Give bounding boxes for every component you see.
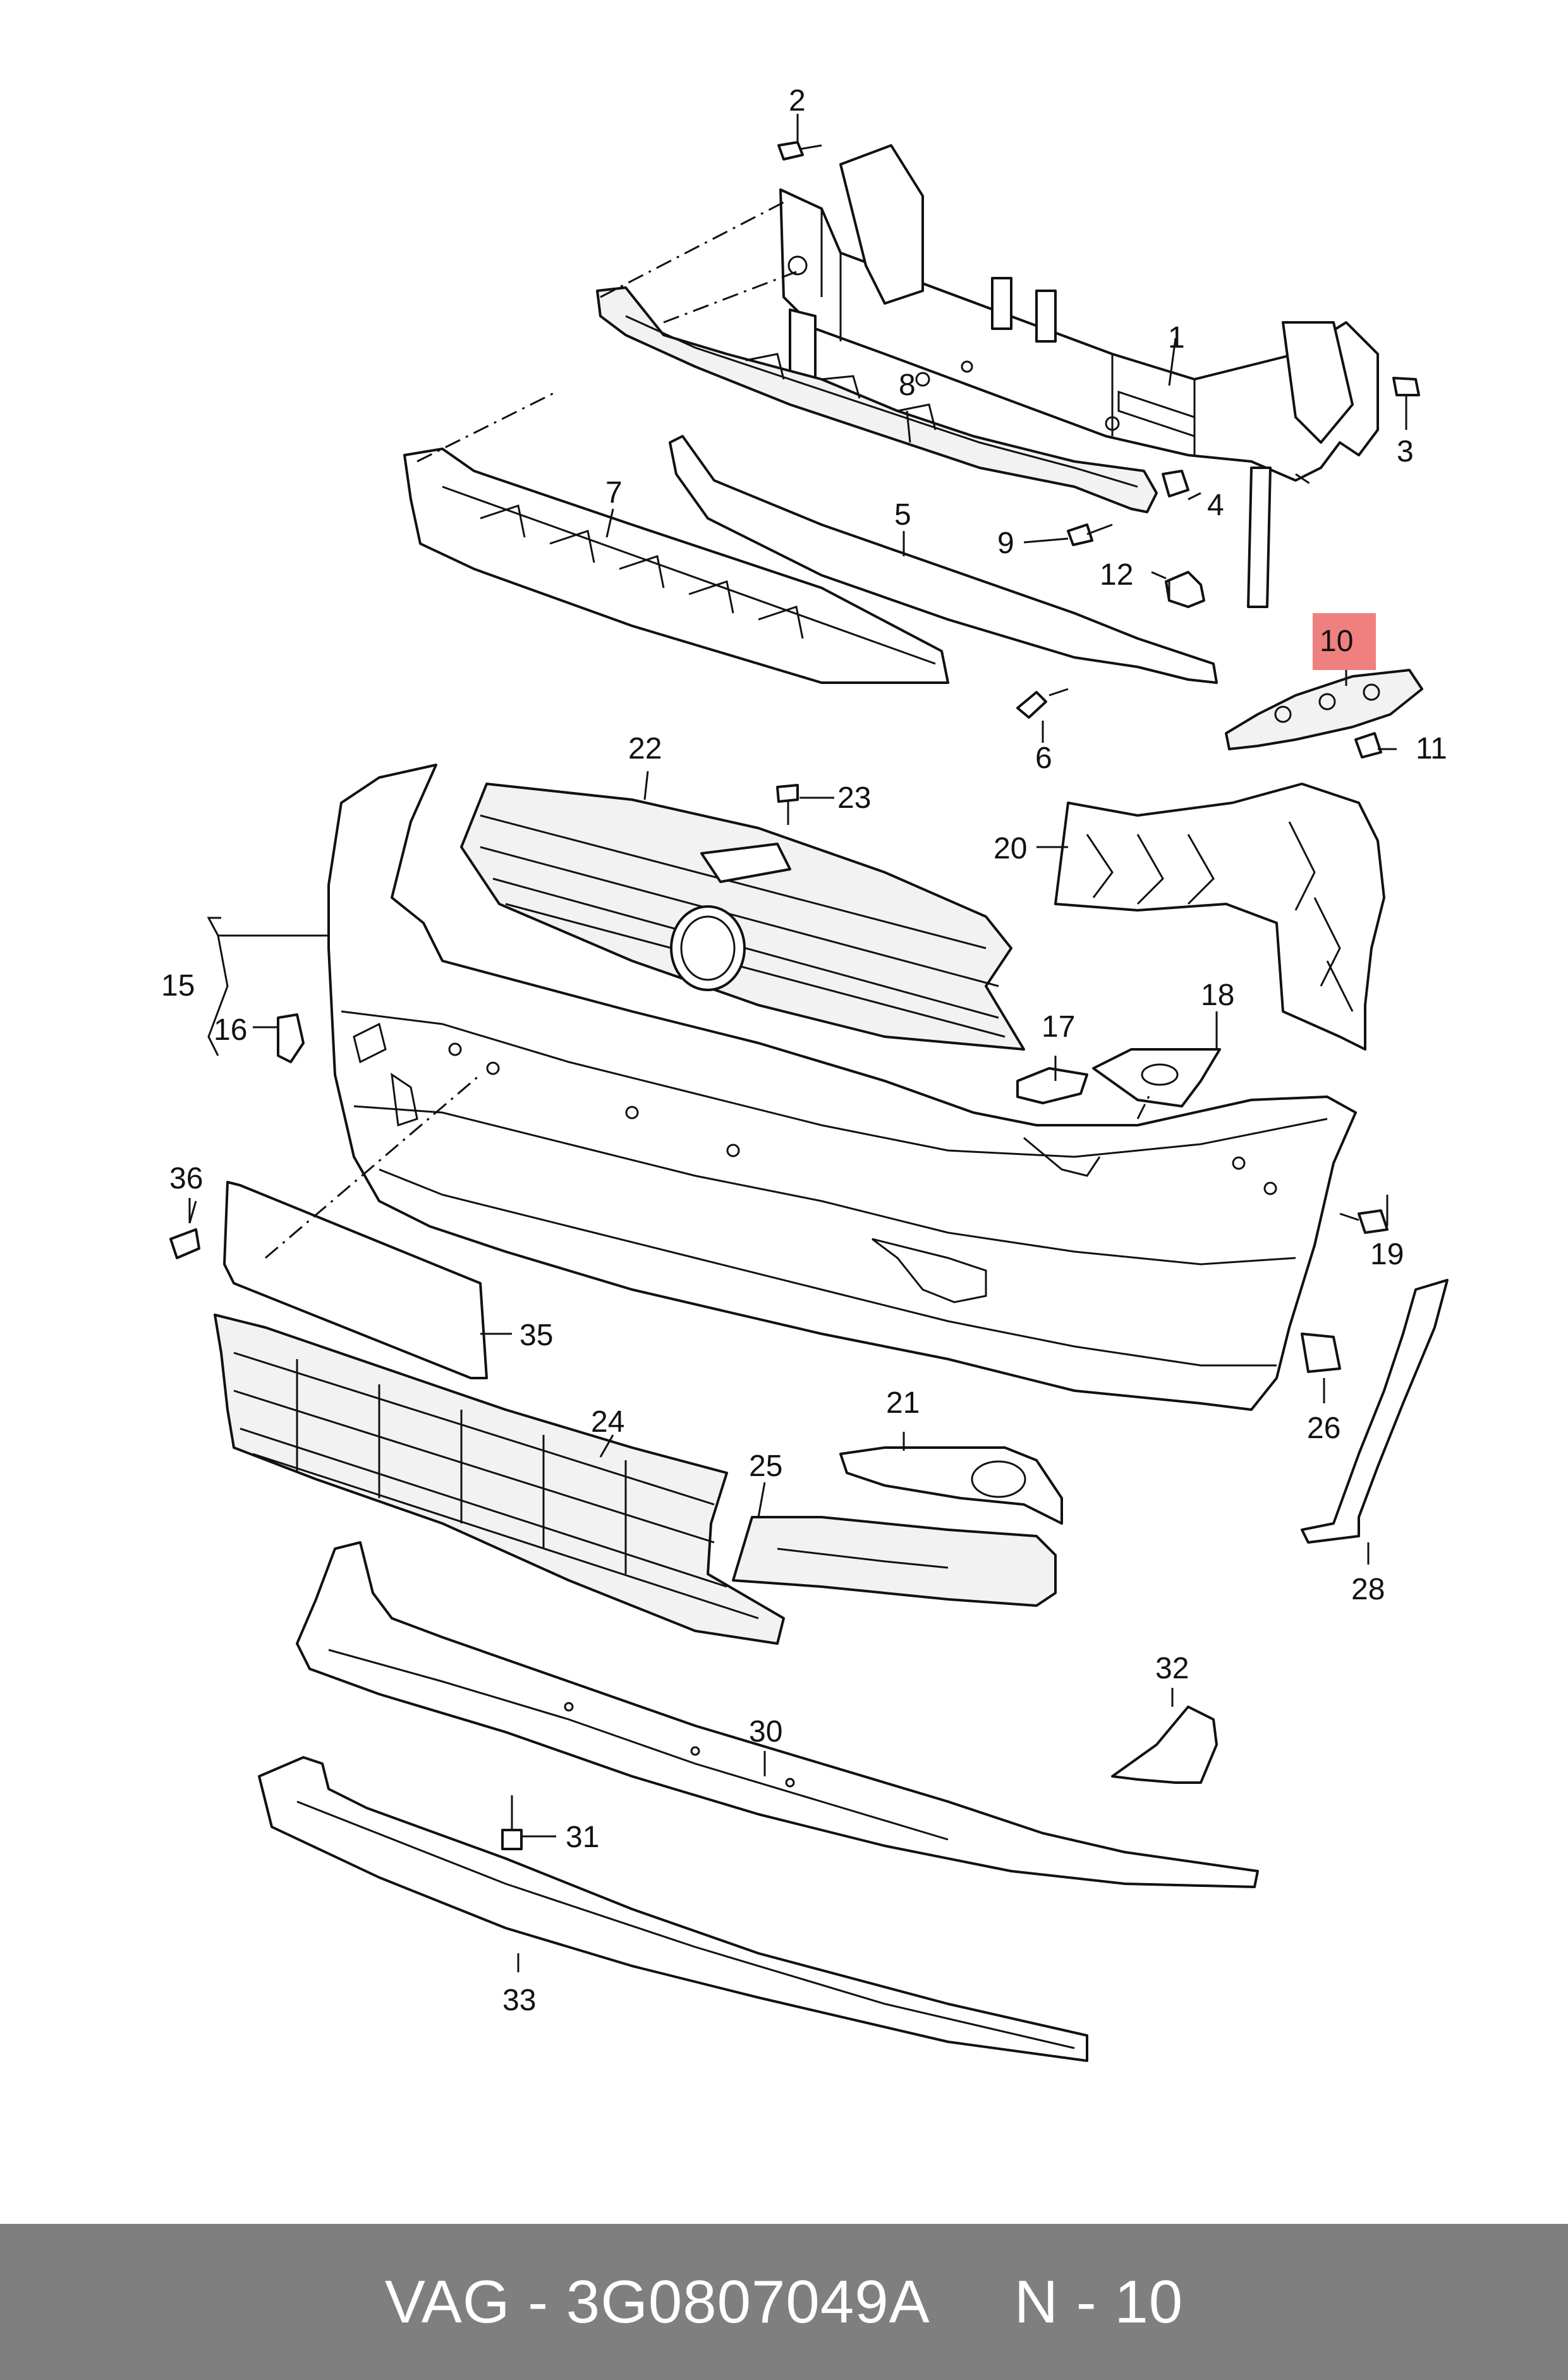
callout-5: 5: [894, 498, 911, 532]
callout-4: 4: [1207, 489, 1224, 522]
part-20-side-bracket: [1054, 783, 1385, 1051]
callout-6: 6: [1035, 741, 1052, 775]
part-31-screw: [501, 1795, 523, 1850]
callout-labels: 1 2 3 4 5 6 7 8 9 10 11 12 15 16 17 18 1…: [161, 84, 1447, 2017]
callout-16: 16: [214, 1013, 247, 1047]
part-3-screw: [1392, 377, 1420, 417]
footer-bar: VAG - 3G0807049A N - 10: [0, 2224, 1568, 2380]
part-18-washer-cover: [1092, 1048, 1221, 1108]
footer-part-number: VAG - 3G0807049A N - 10: [384, 2267, 1184, 2336]
callout-32: 32: [1155, 1652, 1189, 1685]
part-17-cover: [1016, 1067, 1088, 1104]
part-15-bumper-cover: [327, 764, 1357, 1411]
callout-8: 8: [899, 369, 916, 402]
part-7-impact-absorber: [403, 448, 949, 684]
part-30-lower-spoiler: [296, 1541, 1259, 1888]
callout-33: 33: [502, 1984, 536, 2017]
part-33-lower-trim: [258, 1756, 1088, 2062]
callout-10: 10: [1320, 625, 1353, 658]
part-25-fog-trim: [732, 1516, 1057, 1607]
callout-35: 35: [520, 1319, 553, 1352]
part-1-crossmember: [779, 144, 1379, 608]
callout-30: 30: [749, 1715, 782, 1748]
part-19-screw: [1339, 1209, 1389, 1234]
callout-31: 31: [566, 1821, 599, 1854]
part-5-trim-strip: [669, 435, 1218, 684]
callout-23: 23: [837, 781, 871, 815]
part-12-bracket: [1165, 571, 1205, 608]
part-28-side-trim: [1301, 1279, 1449, 1544]
part-24-lower-grille: [214, 1314, 785, 1645]
highlight-box-10: [1313, 613, 1376, 670]
callout-21: 21: [886, 1386, 920, 1420]
part-9-screw: [1067, 523, 1113, 546]
part-35-plate-holder: [223, 1181, 488, 1379]
part-8-upper-insert: [596, 286, 1158, 513]
leader-lines: [188, 114, 1407, 1972]
callout-2: 2: [789, 84, 806, 118]
part-32-air-deflector: [1111, 1706, 1218, 1784]
assembly-lines: [265, 201, 1315, 1259]
part-6-rivet: [1016, 688, 1069, 719]
part-22-radiator-grille: [460, 783, 1025, 1051]
callout-12: 12: [1100, 558, 1133, 592]
part-4-clip: [1162, 470, 1189, 497]
callout-24: 24: [591, 1405, 624, 1439]
part-2-screw: [777, 141, 822, 161]
part-10-guide-bracket: [1225, 669, 1423, 750]
callout-26: 26: [1307, 1412, 1340, 1445]
callout-28: 28: [1351, 1573, 1385, 1606]
callout-18: 18: [1201, 979, 1234, 1012]
callout-22: 22: [628, 732, 662, 766]
callout-11: 11: [1416, 732, 1447, 766]
callout-3: 3: [1397, 435, 1414, 468]
callout-25: 25: [749, 1449, 782, 1483]
part-11-nut: [1354, 732, 1382, 759]
callout-36: 36: [169, 1162, 203, 1195]
part-26-bracket: [1301, 1333, 1341, 1373]
callout-15: 15: [161, 969, 195, 1003]
callout-20: 20: [994, 832, 1027, 865]
part-36-clip: [169, 1200, 200, 1259]
callout-19: 19: [1370, 1238, 1404, 1271]
part-23-screw: [776, 784, 799, 825]
callout-9: 9: [997, 527, 1014, 560]
callout-1: 1: [1168, 321, 1185, 355]
part-16-tow-cap: [277, 1013, 305, 1063]
part-21-fog-lamp-bracket: [839, 1446, 1063, 1525]
callout-17: 17: [1042, 1010, 1075, 1044]
callout-7: 7: [605, 476, 623, 510]
